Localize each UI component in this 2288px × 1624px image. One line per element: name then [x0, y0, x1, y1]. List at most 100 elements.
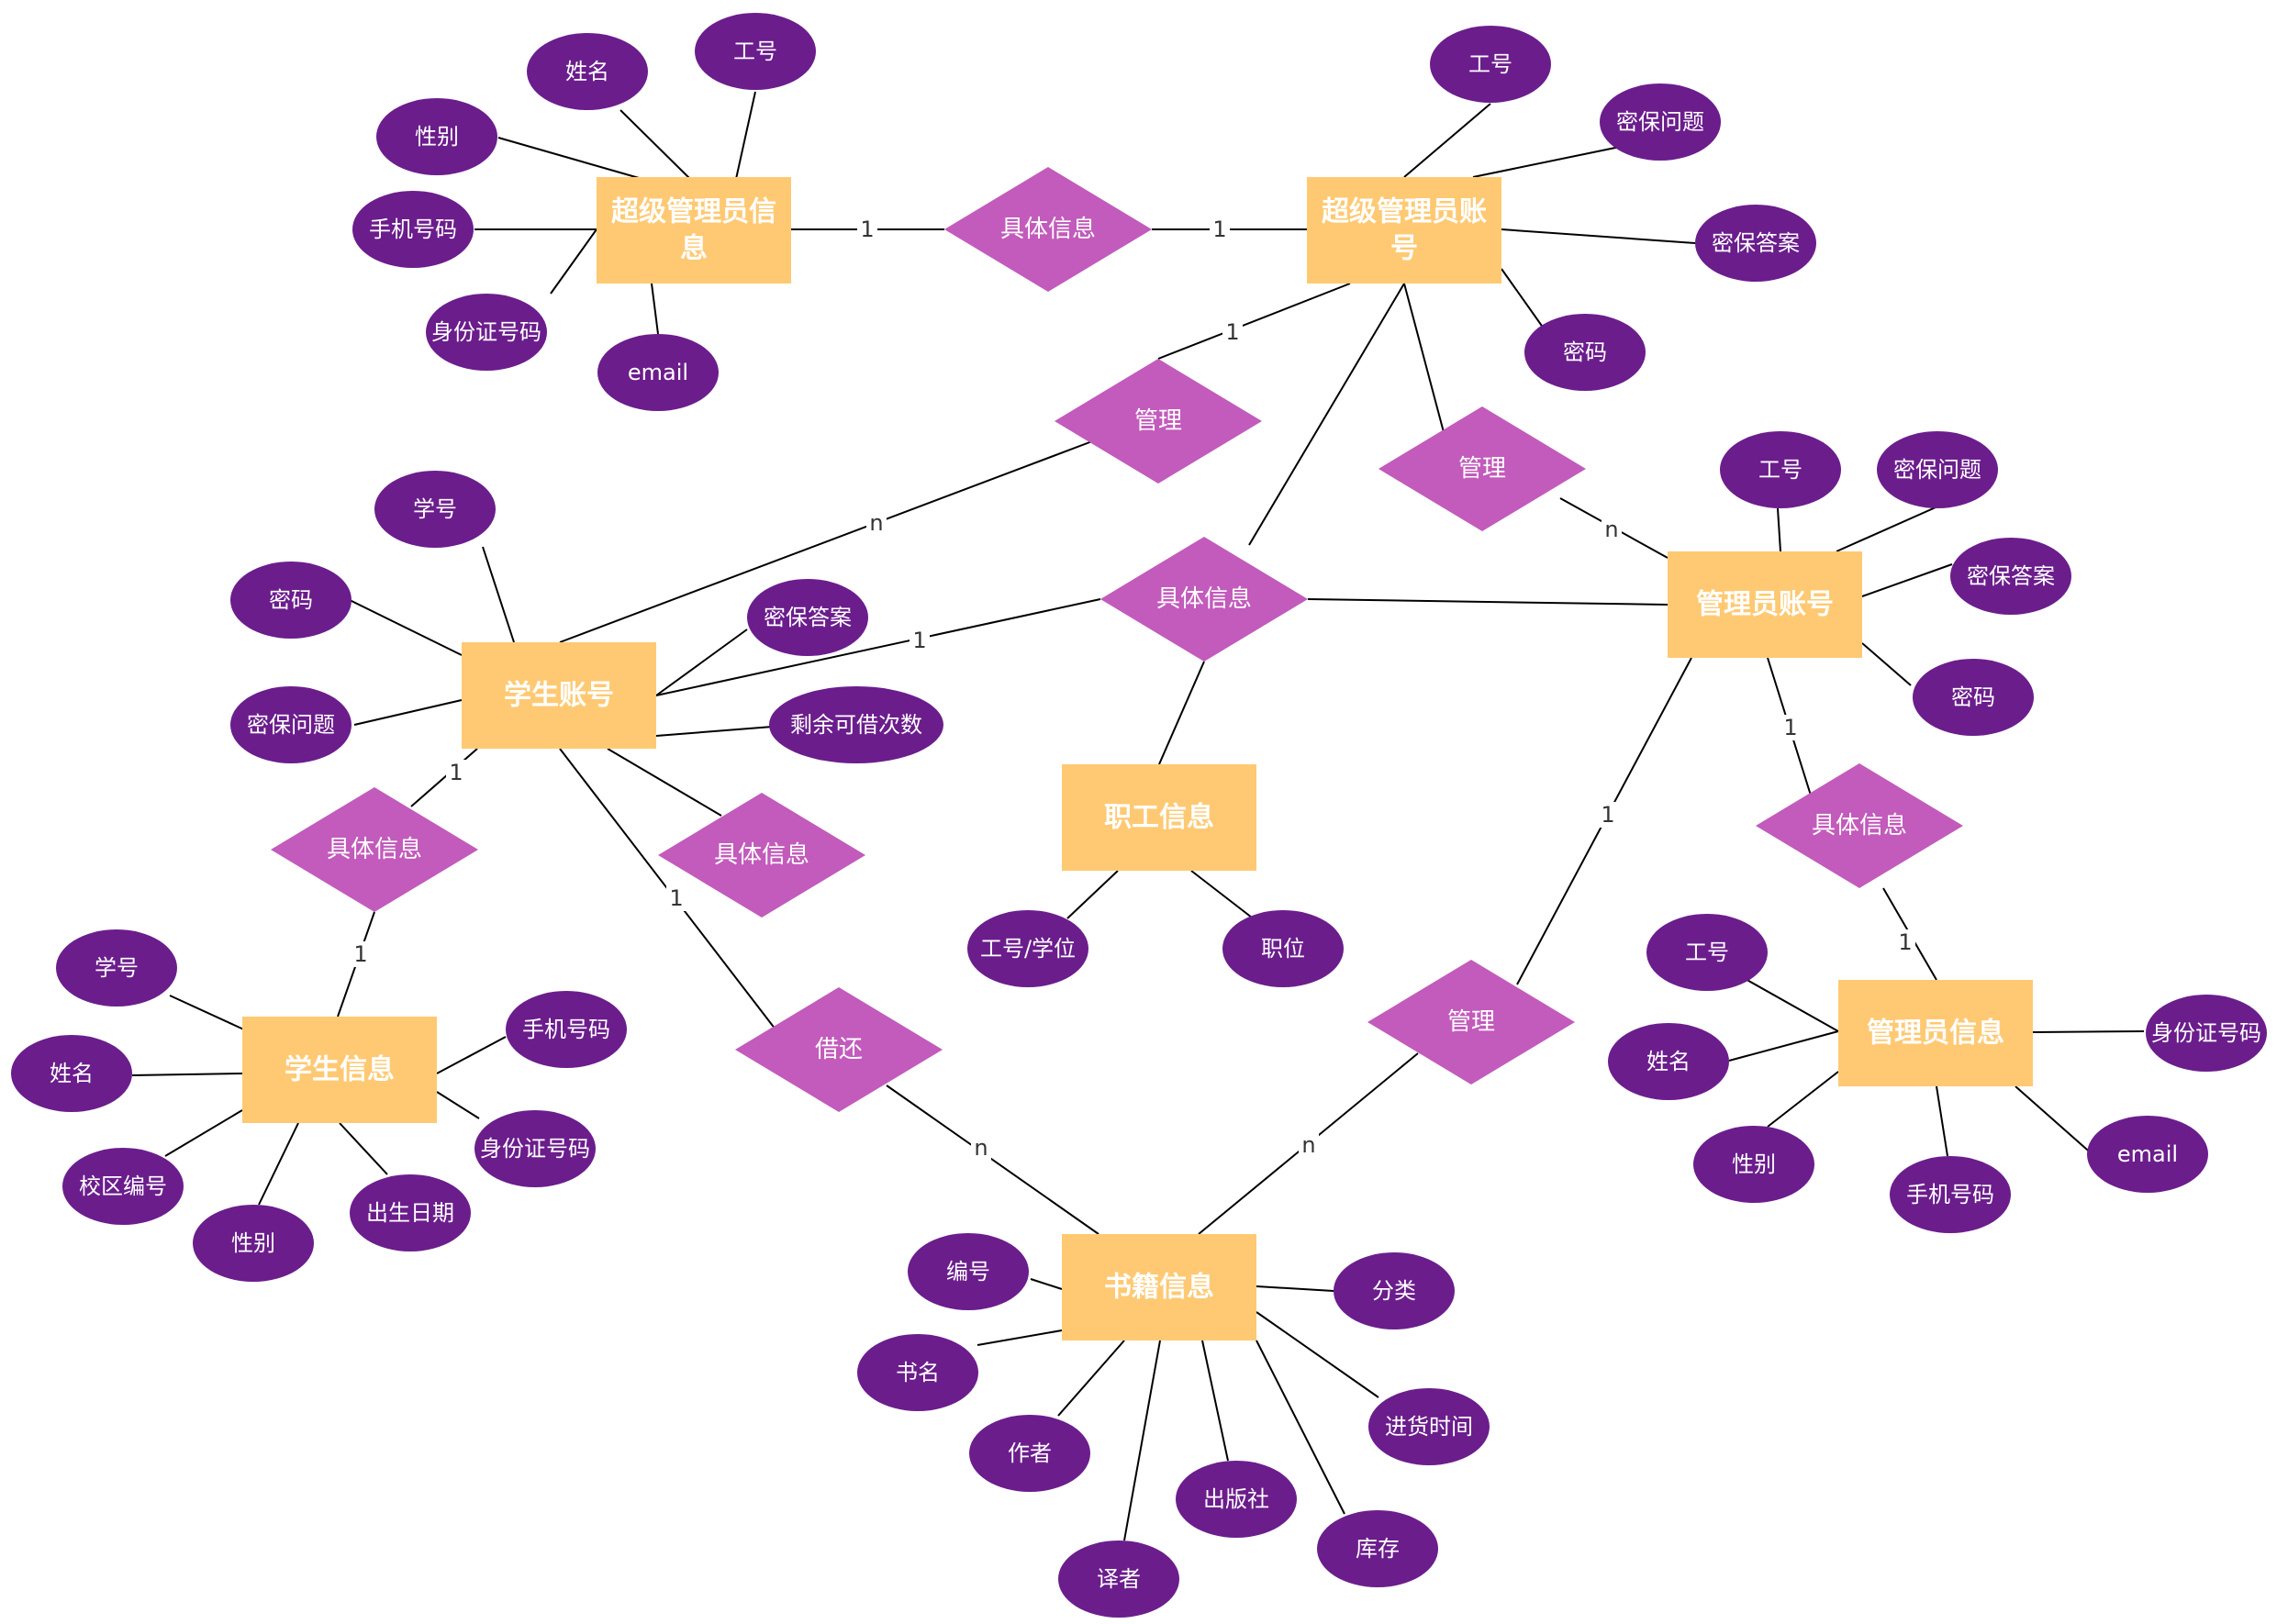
attribute-a-si-shenfen[interactable]: 身份证号码 — [426, 294, 547, 371]
attribute-ellipse — [1646, 914, 1768, 991]
attribute-a-b-fenlei[interactable]: 分类 — [1334, 1252, 1455, 1329]
relationship-r-manage-book[interactable]: 管理 — [1367, 960, 1575, 1085]
attribute-a-si-xingming[interactable]: 姓名 — [527, 33, 648, 110]
attribute-label: 工号 — [1758, 457, 1802, 483]
entity-admin-info[interactable]: 管理员信息 — [1838, 980, 2033, 1086]
connector-line — [1158, 661, 1205, 765]
relationship-r-manage-student[interactable]: 管理 — [1055, 359, 1262, 484]
connector-line — [164, 1109, 243, 1157]
attribute-a-sa-wenti[interactable]: 密保问题 — [1600, 83, 1721, 161]
connector-line — [353, 699, 463, 726]
attribute-ellipse — [747, 579, 868, 656]
attribute-a-sti-shouji[interactable]: 手机号码 — [506, 991, 627, 1068]
entity-box — [1062, 1234, 1256, 1340]
attribute-a-ai-gonghao[interactable]: 工号 — [1646, 914, 1768, 991]
attribute-a-st-cishu[interactable]: 剩余可借次数 — [769, 686, 943, 763]
attribute-ellipse — [1695, 205, 1816, 282]
connector-line — [131, 1073, 243, 1076]
relationship-r-admin-info[interactable]: 具体信息 — [1756, 763, 1963, 888]
cardinality-bg — [351, 941, 371, 967]
attribute-a-staff-hao[interactable]: 工号/学位 — [967, 910, 1088, 987]
connector-line — [1403, 283, 1445, 433]
attribute-a-b-zuozhe[interactable]: 作者 — [969, 1415, 1090, 1492]
attribute-ellipse — [426, 294, 547, 371]
attribute-a-sti-xingbie[interactable]: 性别 — [193, 1205, 314, 1282]
cardinality-label: n — [869, 510, 883, 536]
entity-book-info[interactable]: 书籍信息 — [1062, 1234, 1256, 1340]
attribute-label: 身份证号码 — [480, 1136, 590, 1162]
attribute-a-b-bianhao[interactable]: 编号 — [908, 1233, 1029, 1310]
attribute-a-sti-shenfen[interactable]: 身份证号码 — [474, 1110, 596, 1187]
attribute-a-sa-mima[interactable]: 密码 — [1524, 314, 1646, 391]
attribute-a-aa-daan[interactable]: 密保答案 — [1950, 538, 2071, 615]
attribute-ellipse — [56, 929, 177, 1007]
attribute-a-st-mima[interactable]: 密码 — [230, 562, 352, 639]
attribute-a-sa-gonghao[interactable]: 工号 — [1430, 26, 1551, 103]
entity-staff-info[interactable]: 职工信息 — [1062, 764, 1256, 871]
attribute-a-b-kucun[interactable]: 库存 — [1317, 1510, 1438, 1587]
attribute-a-aa-gonghao[interactable]: 工号 — [1720, 431, 1841, 508]
attribute-a-b-shuming[interactable]: 书名 — [857, 1334, 978, 1411]
attribute-label: 剩余可借次数 — [790, 712, 922, 738]
attribute-a-si-shouji[interactable]: 手机号码 — [352, 191, 474, 268]
attribute-label: 身份证号码 — [431, 319, 541, 345]
connector-line — [550, 228, 597, 295]
attribute-a-ai-xingming[interactable]: 姓名 — [1608, 1023, 1729, 1100]
attribute-a-st-daan[interactable]: 密保答案 — [747, 579, 868, 656]
attribute-a-b-jinhuo[interactable]: 进货时间 — [1368, 1388, 1490, 1465]
attribute-a-aa-wenti[interactable]: 密保问题 — [1877, 431, 1998, 508]
attribute-a-staff-zhiwei[interactable]: 职位 — [1222, 910, 1344, 987]
relationship-label: 管理 — [1458, 455, 1506, 483]
attribute-a-sti-chusheng[interactable]: 出生日期 — [350, 1174, 471, 1251]
attribute-label: 作者 — [1008, 1440, 1052, 1466]
attribute-a-aa-mima[interactable]: 密码 — [1913, 659, 2034, 736]
entity-student-info[interactable]: 学生信息 — [242, 1017, 437, 1123]
attribute-ellipse — [230, 562, 352, 639]
attribute-a-si-email[interactable]: email — [597, 334, 719, 411]
attribute-label: 库存 — [1356, 1536, 1400, 1562]
attribute-a-si-gonghao[interactable]: 工号 — [695, 13, 816, 90]
cardinality-label: 1 — [449, 760, 463, 785]
relationship-r-borrow[interactable]: 借还 — [735, 987, 943, 1112]
attribute-a-ai-email[interactable]: email — [2087, 1116, 2208, 1193]
attribute-ellipse — [969, 1415, 1090, 1492]
cardinality-label: n — [974, 1135, 988, 1161]
attribute-a-sti-xuehao[interactable]: 学号 — [56, 929, 177, 1007]
connector-line — [1501, 228, 1696, 244]
attribute-a-b-chubanshe[interactable]: 出版社 — [1176, 1461, 1297, 1538]
attribute-label: 密保答案 — [1712, 230, 1800, 256]
attribute-a-ai-shouji[interactable]: 手机号码 — [1890, 1156, 2011, 1233]
connector-line — [1256, 1285, 1334, 1292]
attribute-a-ai-xingbie[interactable]: 性别 — [1693, 1126, 1814, 1203]
attribute-a-sti-xingming[interactable]: 姓名 — [11, 1035, 132, 1112]
entity-student-acct[interactable]: 学生账号 — [462, 642, 656, 749]
attribute-label: 出版社 — [1203, 1486, 1269, 1512]
attribute-label: 密保答案 — [1967, 563, 2055, 589]
attribute-label: 密码 — [1951, 684, 1995, 710]
attribute-ellipse — [1720, 431, 1841, 508]
relationship-r-super[interactable]: 具体信息 — [944, 167, 1152, 292]
attribute-a-si-xingbie[interactable]: 性别 — [376, 98, 497, 175]
attribute-a-ai-shenfen[interactable]: 身份证号码 — [2146, 995, 2267, 1072]
entity-admin-acct[interactable]: 管理员账号 — [1668, 551, 1862, 658]
attribute-a-b-yizhe[interactable]: 译者 — [1058, 1541, 1179, 1618]
attribute-a-st-xuehao[interactable]: 学号 — [374, 471, 496, 548]
attribute-a-sti-xiaoqu[interactable]: 校区编号 — [62, 1148, 184, 1225]
connector-line — [1123, 1340, 1161, 1541]
relationship-r-student-info-l[interactable]: 具体信息 — [271, 787, 478, 912]
relationship-diamond — [944, 167, 1152, 292]
attribute-ellipse — [1950, 538, 2071, 615]
cardinality-bg — [1299, 1132, 1319, 1158]
attribute-ellipse — [1058, 1541, 1179, 1618]
relationship-r-student-info-r[interactable]: 具体信息 — [658, 793, 865, 918]
attribute-a-sa-daan[interactable]: 密保答案 — [1695, 205, 1816, 282]
relationship-r-manage-admin[interactable]: 管理 — [1378, 406, 1586, 531]
connector-line — [1256, 1340, 1345, 1515]
attribute-label: 职位 — [1261, 936, 1305, 962]
attribute-a-st-wenti[interactable]: 密保问题 — [230, 686, 352, 763]
connector-line — [619, 109, 691, 180]
attribute-ellipse — [597, 334, 719, 411]
relationship-r-staff[interactable]: 具体信息 — [1100, 537, 1308, 662]
